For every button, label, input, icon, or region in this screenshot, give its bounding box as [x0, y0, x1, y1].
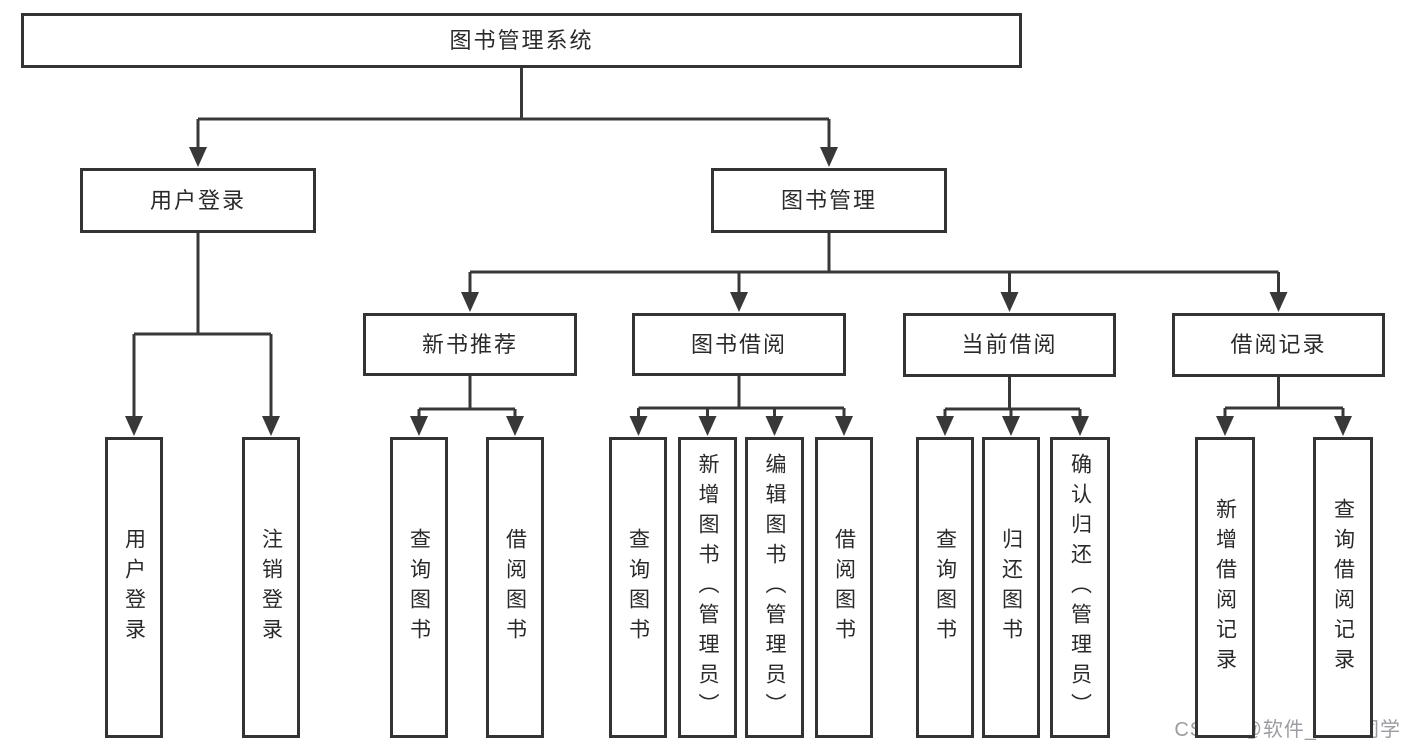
- node-confirm-return-admin: 确认归还（管理员）: [1050, 437, 1110, 738]
- arrowhead-down-icon: [629, 416, 648, 436]
- node-add-borrowing-record: 新增借阅记录: [1195, 437, 1255, 738]
- node-label-confirm-return-admin: 确认归还（管理员）: [1068, 452, 1092, 723]
- node-label-query-books-borrowing: 查询图书: [626, 527, 650, 648]
- node-label-system-root: 图书管理系统: [449, 27, 594, 53]
- arrowhead-down-icon: [730, 292, 748, 312]
- node-label-edit-books-admin: 编辑图书（管理员）: [763, 452, 786, 723]
- node-logout-action: 注销登录: [242, 437, 300, 738]
- node-label-borrow-books-recommend: 借阅图书: [503, 527, 527, 648]
- node-label-add-books-admin: 新增图书（管理员）: [696, 452, 719, 723]
- node-label-add-borrowing-record: 新增借阅记录: [1213, 497, 1237, 678]
- node-query-borrowing-record: 查询借阅记录: [1313, 437, 1373, 738]
- node-label-book-borrowing: 图书借阅: [690, 331, 787, 357]
- arrowhead-down-icon: [506, 416, 524, 436]
- node-label-return-books: 归还图书: [999, 527, 1023, 648]
- arrowhead-down-icon: [1000, 292, 1019, 312]
- arrowhead-down-icon: [698, 416, 717, 436]
- node-label-logout-action: 注销登录: [259, 527, 283, 648]
- node-label-borrow-books-borrowing: 借阅图书: [832, 527, 856, 648]
- arrowhead-down-icon: [936, 416, 954, 436]
- node-current-borrowing: 当前借阅: [903, 313, 1116, 377]
- node-book-management: 图书管理: [711, 168, 947, 233]
- node-book-borrowing: 图书借阅: [632, 313, 846, 376]
- node-label-current-borrowing: 当前借阅: [961, 332, 1058, 357]
- node-return-books: 归还图书: [982, 437, 1040, 738]
- arrowhead-down-icon: [262, 416, 280, 436]
- arrowhead-down-icon: [1071, 416, 1089, 436]
- node-query-books-recommend: 查询图书: [390, 437, 448, 738]
- node-borrow-books-borrowing: 借阅图书: [815, 437, 873, 738]
- node-label-query-borrowing-record: 查询借阅记录: [1331, 497, 1355, 678]
- arrowhead-down-icon: [820, 147, 838, 167]
- arrowhead-down-icon: [189, 147, 207, 167]
- node-label-new-book-recommend: 新书推荐: [421, 331, 518, 357]
- node-label-query-books-current: 查询图书: [933, 527, 957, 648]
- node-query-books-borrowing: 查询图书: [609, 437, 667, 738]
- node-label-query-books-recommend: 查询图书: [407, 527, 431, 648]
- node-user-login-action: 用户登录: [105, 437, 163, 738]
- arrowhead-down-icon: [410, 416, 428, 436]
- node-label-user-login: 用户登录: [149, 187, 246, 213]
- node-user-login: 用户登录: [80, 168, 316, 233]
- arrowhead-down-icon: [1334, 416, 1352, 436]
- arrowhead-down-icon: [125, 416, 143, 436]
- arrowhead-down-icon: [461, 292, 479, 312]
- arrowhead-down-icon: [1002, 416, 1020, 436]
- arrowhead-down-icon: [1216, 416, 1234, 436]
- node-label-book-management: 图书管理: [780, 187, 877, 213]
- node-borrow-books-recommend: 借阅图书: [486, 437, 544, 738]
- node-borrowing-records: 借阅记录: [1172, 313, 1385, 377]
- node-label-user-login-action: 用户登录: [122, 527, 146, 648]
- arrowhead-down-icon: [765, 416, 784, 436]
- node-edit-books-admin: 编辑图书（管理员）: [745, 437, 804, 738]
- node-query-books-current: 查询图书: [916, 437, 974, 738]
- node-label-borrowing-records: 借阅记录: [1230, 332, 1327, 357]
- node-system-root: 图书管理系统: [21, 13, 1022, 68]
- arrowhead-down-icon: [1269, 292, 1288, 312]
- node-add-books-admin: 新增图书（管理员）: [678, 437, 737, 738]
- arrowhead-down-icon: [835, 416, 853, 436]
- node-new-book-recommend: 新书推荐: [363, 313, 577, 376]
